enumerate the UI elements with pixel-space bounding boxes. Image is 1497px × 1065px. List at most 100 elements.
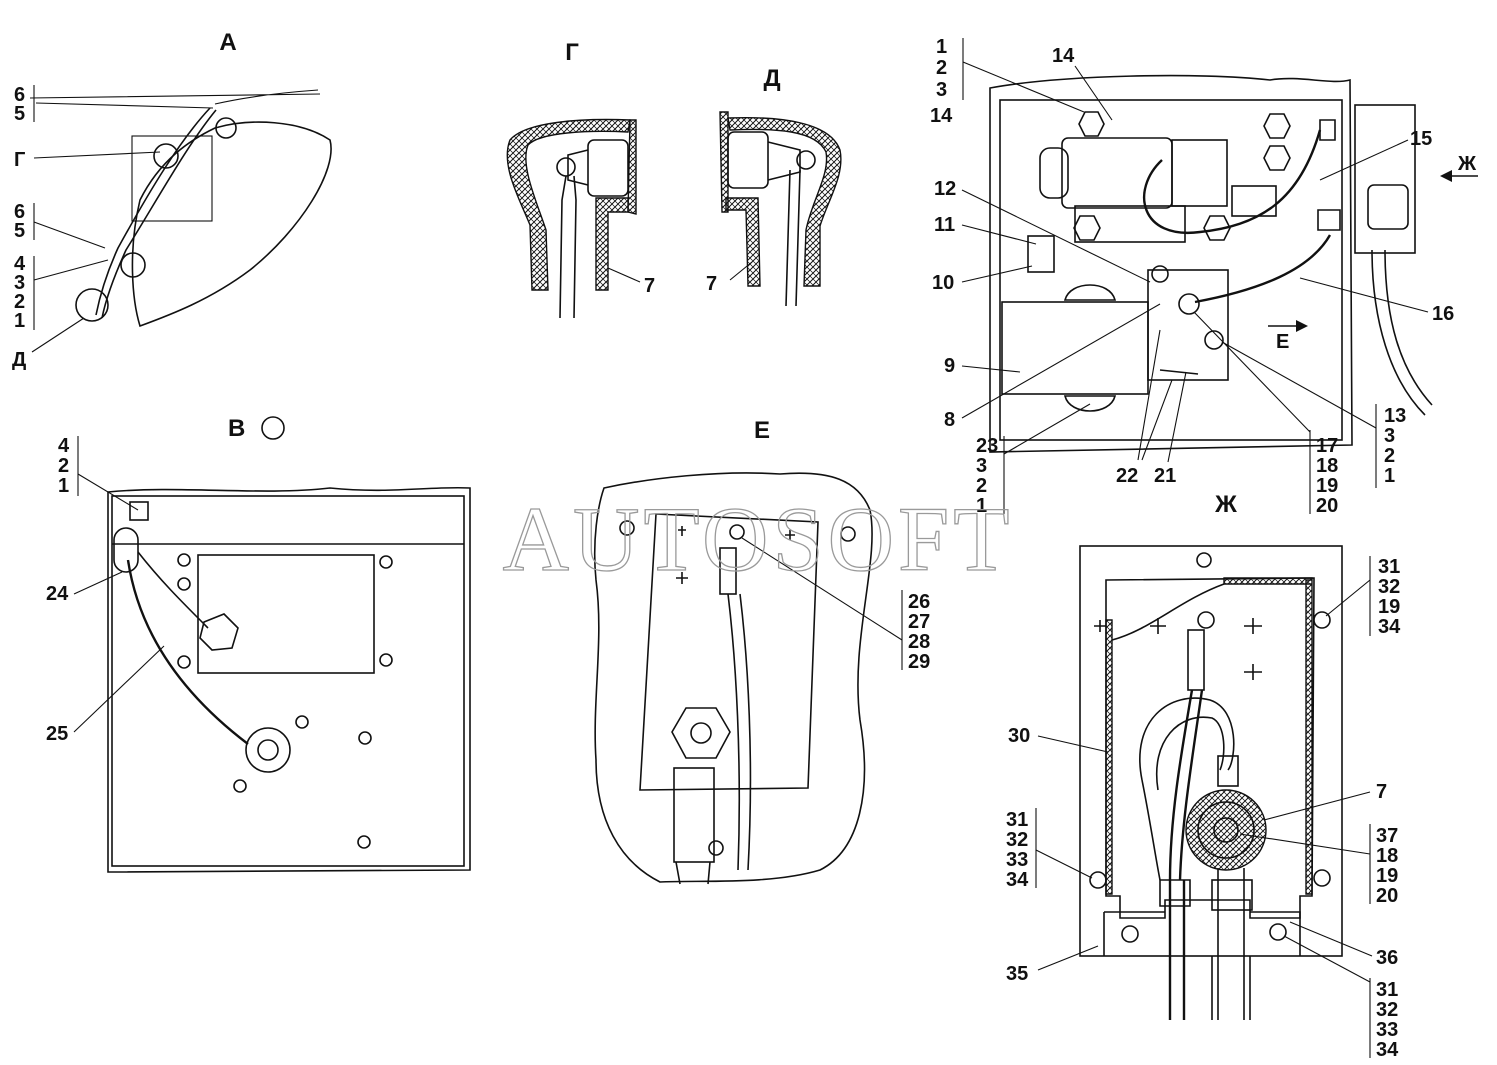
bolt	[1196, 552, 1212, 568]
view-zh: Ж 31 32 19 34 30 7	[1006, 491, 1401, 1061]
leader-31b	[1035, 849, 1093, 879]
cable-end	[29, 89, 321, 105]
boot-edge	[627, 119, 637, 215]
view-e-title: Е	[754, 417, 770, 444]
leader-37	[1239, 833, 1371, 855]
label: 10	[932, 272, 954, 294]
label: 14	[930, 105, 953, 127]
view-d-title: Д	[763, 65, 780, 92]
label: 20	[1376, 885, 1398, 907]
label: 20	[1316, 495, 1338, 517]
label: 34	[1006, 869, 1029, 891]
label: 31	[1006, 809, 1028, 831]
label: 3	[976, 455, 987, 477]
leader-14	[1074, 65, 1113, 121]
label: 8	[944, 409, 955, 431]
label: 4	[14, 253, 26, 275]
label: 19	[1316, 475, 1338, 497]
leader-25	[73, 645, 165, 733]
panel-inner	[111, 495, 465, 867]
leader-1-3	[962, 61, 1085, 113]
leader-30	[1037, 735, 1109, 753]
label: 33	[1376, 1019, 1398, 1041]
label: 11	[934, 214, 955, 236]
zh-sleeve-2	[1217, 755, 1239, 787]
terminal-plate	[639, 513, 819, 791]
zh-break-line	[1111, 583, 1225, 641]
cable	[95, 107, 211, 316]
leader-15	[1319, 139, 1409, 181]
zh-sleeve	[1187, 629, 1205, 691]
label: 26	[908, 591, 930, 613]
motor-end	[1039, 147, 1069, 199]
label: 34	[1376, 1039, 1399, 1061]
label: 36	[1376, 947, 1398, 969]
bolt	[295, 715, 309, 729]
label: 25	[46, 723, 68, 745]
connector-g	[153, 143, 179, 169]
label: 19	[1376, 865, 1398, 887]
bracket-plate	[131, 135, 213, 222]
battery-clamp-bottom	[1063, 395, 1117, 412]
label: 2	[58, 455, 69, 477]
bolt	[729, 524, 745, 540]
label: 29	[908, 651, 930, 673]
cable-lug	[1319, 119, 1336, 141]
bolt	[358, 731, 372, 745]
clip	[129, 501, 149, 521]
label: 37	[1376, 825, 1398, 847]
view-a: А 6 5 Г 6 5 4 3 2 1 Д	[12, 29, 332, 371]
relay	[1231, 185, 1277, 217]
zh-cable-a	[1168, 689, 1204, 881]
bolt	[357, 835, 371, 849]
label: 15	[1410, 128, 1432, 150]
cable-lug	[673, 767, 715, 863]
rubber-boot-left	[725, 197, 761, 287]
label: 31	[1376, 979, 1398, 1001]
boot-edge	[719, 111, 729, 213]
bolt	[1078, 111, 1105, 137]
nut	[587, 139, 629, 197]
label: 6	[14, 201, 25, 223]
terminal-21	[1159, 369, 1199, 375]
terminal-ball	[796, 150, 816, 170]
label: 1	[936, 36, 947, 58]
clamp-lower	[120, 252, 146, 278]
leader-11	[961, 224, 1037, 245]
label: 14	[1052, 45, 1075, 67]
leader-9	[961, 365, 1021, 373]
label: 31	[1378, 556, 1400, 578]
view-g-title: Г	[565, 39, 579, 66]
terminal-nut	[199, 613, 239, 651]
zh-terminal	[1213, 817, 1239, 843]
view-e: Е 26 27 28 29	[593, 417, 930, 885]
terminal-cone	[767, 141, 801, 181]
view-v: В 4 2 1 24 25	[46, 415, 471, 873]
terminal-cone	[567, 149, 589, 186]
label: 7	[1376, 781, 1387, 803]
bolt	[619, 520, 635, 536]
view-g: Г 7	[506, 39, 655, 319]
connector	[1367, 184, 1409, 230]
leader-26-29	[741, 537, 903, 641]
wire	[559, 175, 577, 319]
leader-24	[73, 571, 123, 595]
bolt	[233, 779, 247, 793]
label: 17	[1316, 435, 1338, 457]
label: 5	[14, 220, 25, 242]
label: 6	[14, 84, 25, 106]
label: 2	[14, 291, 25, 313]
leader-6-5-top	[35, 102, 214, 109]
label: 12	[934, 178, 956, 200]
label: 30	[1008, 725, 1030, 747]
label: 35	[1006, 963, 1028, 985]
motor-base	[1074, 205, 1186, 243]
leader-4-1	[33, 259, 109, 281]
terminal-nut	[671, 707, 731, 759]
label: 2	[1384, 445, 1395, 467]
label: 33	[1006, 849, 1028, 871]
leader-10	[961, 265, 1033, 283]
bolt	[177, 655, 191, 669]
label: 32	[1376, 999, 1398, 1021]
bolt	[379, 555, 393, 569]
